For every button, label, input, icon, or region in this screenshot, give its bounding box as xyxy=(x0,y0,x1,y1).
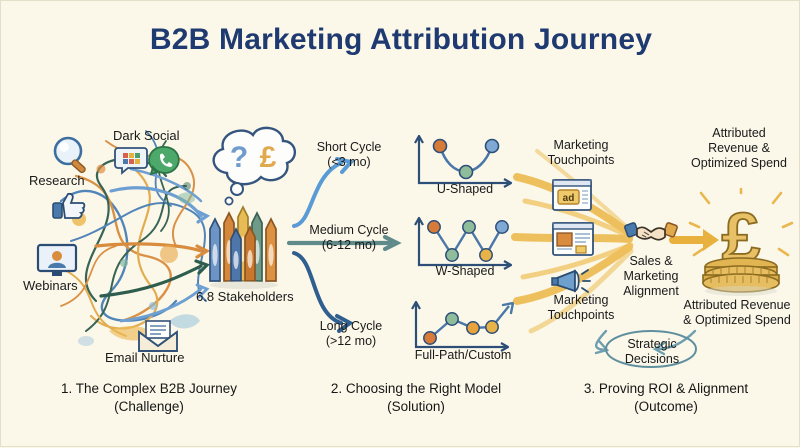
caption-section-2: 2. Choosing the Right Model (Solution) xyxy=(291,380,541,416)
outcome-top-line3: Optimized Spend xyxy=(691,155,787,170)
caption-2-line1: 2. Choosing the Right Model xyxy=(330,381,502,396)
touchpoints-bottom-line2: Touchpoints xyxy=(547,307,615,322)
chart-label-full-path: Full-Path/Custom xyxy=(414,348,512,362)
page-title: B2B Marketing Attribution Journey xyxy=(149,23,653,56)
ad-text: ad xyxy=(563,193,575,204)
thought-bubble: ? £ xyxy=(212,126,296,206)
chart-full-path xyxy=(411,300,515,352)
email-envelope-icon xyxy=(138,320,178,352)
chart-label-u-shaped: U-Shaped xyxy=(436,182,494,196)
stakeholders-crayons-icon xyxy=(209,205,278,289)
outcome-bottom-line1: Attributed Revenue xyxy=(683,298,791,312)
webinar-monitor-icon xyxy=(36,243,78,276)
long-cycle-label: Long Cycle (>12 mo) xyxy=(306,319,396,349)
touchpoints-top-line2: Touchpoints xyxy=(547,152,615,167)
touchpoints-top-line1: Marketing xyxy=(553,138,609,152)
label-outcome-bottom: Attributed Revenue & Optimized Spend xyxy=(673,298,800,328)
caption-3-line2: (Outcome) xyxy=(634,399,698,415)
label-stakeholders: 6.8 Stakeholders xyxy=(196,289,294,304)
caption-section-3: 3. Proving ROI & Alignment (Outcome) xyxy=(541,380,791,416)
megaphone-icon xyxy=(551,269,591,293)
label-outcome-top: Attributed Revenue & Optimized Spend xyxy=(679,126,799,170)
chart-label-w-shaped: W-Shaped xyxy=(435,264,495,278)
thumbs-up-icon xyxy=(52,192,86,219)
label-research: Research xyxy=(29,173,85,188)
short-cycle-name: Short Cycle xyxy=(316,140,382,154)
strategic-decisions-ellipse xyxy=(605,330,697,368)
short-cycle-arrow xyxy=(292,161,343,228)
label-email-nurture: Email Nurture xyxy=(105,350,185,365)
outcome-top-line2: Revenue & xyxy=(708,140,770,155)
caption-2-line2: (Solution) xyxy=(387,399,445,415)
label-strategic-decisions: Strategic Decisions xyxy=(609,337,695,367)
label-sales-marketing-alignment: Sales & Marketing Alignment xyxy=(607,254,695,298)
label-touchpoints-bottom: Marketing Touchpoints xyxy=(529,293,633,323)
alignment-line1: Sales & xyxy=(629,254,673,268)
feedback-loop-arrows xyxy=(594,329,697,356)
strategic-line1: Strategic xyxy=(627,337,677,351)
handshake-icon xyxy=(624,222,678,241)
touchpoints-bottom-line1: Marketing xyxy=(553,293,609,307)
strategic-line2: Decisions xyxy=(624,351,680,366)
pound-coins-icon: £ xyxy=(688,187,794,296)
whatsapp-icon xyxy=(148,146,180,176)
long-cycle-arrow xyxy=(292,251,343,325)
outcome-bottom-line2: & Optimized Spend xyxy=(683,312,791,327)
label-dark-social: Dark Social xyxy=(113,128,180,143)
alignment-line2: Marketing xyxy=(623,268,679,283)
chart-u-shaped xyxy=(414,134,513,188)
chart-w-shaped xyxy=(414,216,513,270)
content-page-icon xyxy=(552,222,594,256)
caption-section-1: 1. The Complex B2B Journey (Challenge) xyxy=(24,380,274,416)
label-webinars: Webinars xyxy=(23,278,78,293)
caption-1-line1: 1. The Complex B2B Journey xyxy=(60,381,238,396)
label-touchpoints-top: Marketing Touchpoints xyxy=(529,138,633,168)
short-cycle-label: Short Cycle (<3 mo) xyxy=(306,140,392,170)
thought-question-mark: ? xyxy=(230,141,248,174)
alignment-line3: Alignment xyxy=(623,283,679,298)
outcome-top-line1: Attributed xyxy=(712,126,766,140)
medium-cycle-label: Medium Cycle (6-12 mo) xyxy=(301,223,397,253)
thought-currency-symbol: £ xyxy=(260,141,277,174)
long-cycle-duration: (>12 mo) xyxy=(325,333,377,348)
caption-1-line2: (Challenge) xyxy=(114,399,184,415)
magnifier-icon xyxy=(53,136,86,174)
long-cycle-name: Long Cycle xyxy=(319,319,383,333)
medium-cycle-duration: (6-12 mo) xyxy=(321,237,377,252)
short-cycle-duration: (<3 mo) xyxy=(327,154,371,169)
ad-banner-icon: ad xyxy=(552,179,592,211)
medium-cycle-name: Medium Cycle xyxy=(309,223,389,237)
slack-chat-icon xyxy=(114,147,148,175)
outcome-arrow xyxy=(669,229,719,251)
caption-3-line1: 3. Proving ROI & Alignment xyxy=(583,381,749,396)
